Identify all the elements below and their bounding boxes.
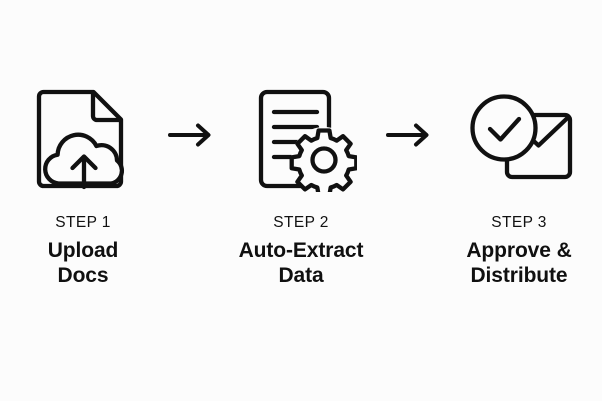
arrow-right-icon bbox=[386, 123, 429, 147]
step-3: STEP 3 Approve & Distribute bbox=[444, 86, 594, 288]
step-1-title-line-1: Upload bbox=[47, 238, 119, 262]
step-2-labels: STEP 2 Auto-Extract Data bbox=[226, 214, 376, 288]
step-3-title-line-2: Distribute bbox=[470, 263, 568, 287]
connector-1 bbox=[158, 86, 226, 148]
step-1-title-line-2: Docs bbox=[57, 263, 109, 287]
step-3-title-line-1: Approve & bbox=[466, 238, 572, 262]
step-1-labels: STEP 1 Upload Docs bbox=[8, 214, 158, 288]
step-1: STEP 1 Upload Docs bbox=[8, 86, 158, 288]
step-1-kicker: STEP 1 bbox=[55, 214, 111, 231]
step-2-title-line-2: Data bbox=[278, 263, 324, 287]
document-gear-icon bbox=[258, 89, 357, 192]
step-3-title: Approve & Distribute bbox=[444, 239, 594, 289]
arrow-right-icon bbox=[168, 123, 211, 147]
step-1-title: Upload Docs bbox=[8, 239, 158, 289]
check-circle-envelope-icon bbox=[470, 94, 573, 180]
step-2-title: Auto-Extract Data bbox=[226, 239, 376, 289]
step-2: STEP 2 Auto-Extract Data bbox=[226, 86, 376, 288]
step-3-kicker: STEP 3 bbox=[491, 214, 547, 231]
connector-2 bbox=[376, 86, 444, 148]
step-2-kicker: STEP 2 bbox=[273, 214, 329, 231]
step-3-labels: STEP 3 Approve & Distribute bbox=[444, 214, 594, 288]
step-2-title-line-1: Auto-Extract bbox=[238, 238, 364, 262]
document-cloud-upload-icon bbox=[36, 89, 125, 190]
